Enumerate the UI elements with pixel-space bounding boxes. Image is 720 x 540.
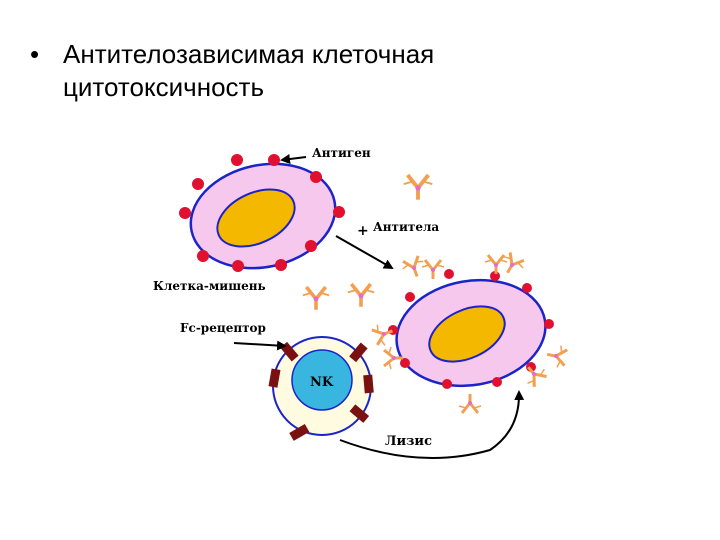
target-cell-lower: [369, 249, 570, 415]
label-plus: +: [357, 223, 369, 239]
label-antibodies: Антитела: [373, 220, 439, 234]
label-nk: NK: [310, 375, 334, 390]
title-line-1: Антителозависимая клеточная: [63, 39, 435, 69]
antigen-dots-upper: [179, 154, 345, 272]
arrows: [233, 154, 525, 459]
target-cell-upper: [179, 154, 345, 272]
label-target-cell: Клетка-мишень: [153, 279, 266, 293]
label-fc-receptor: Fc-рецептор: [180, 321, 266, 335]
bullet-icon: •: [30, 39, 40, 69]
antigen-dots-lower: [388, 269, 554, 389]
fc-receptor-arrow: [233, 340, 287, 351]
nk-cell: [268, 336, 374, 441]
label-antigen: Антиген: [312, 146, 371, 160]
label-lysis: Лизис: [385, 434, 432, 449]
slide-title: • Антителозависимая клеточная цитотоксич…: [30, 38, 650, 104]
lysis-arrow: [339, 390, 525, 459]
antigen-arrow: [280, 154, 307, 164]
binding-arrow: [335, 235, 394, 269]
title-line-2: цитотоксичность: [63, 72, 265, 102]
